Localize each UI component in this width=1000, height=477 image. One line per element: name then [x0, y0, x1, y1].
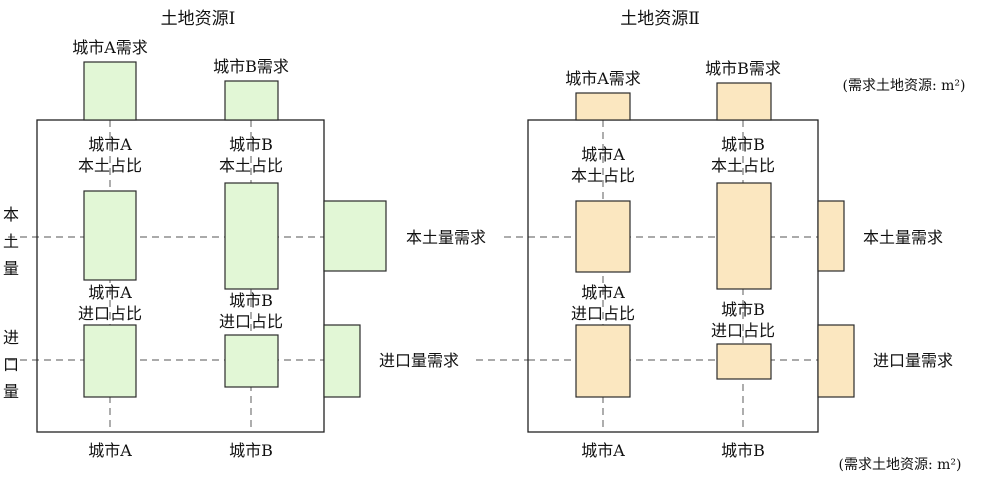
- panel2-b-local-label-2: 本土占比: [711, 156, 775, 175]
- panel2-local-demand-label: 本土量需求: [863, 228, 943, 247]
- panel1-b-local-bar: [224, 182, 279, 290]
- panel2-col-b-label: 城市B: [721, 441, 765, 460]
- panel2-b-import-label-1: 城市B: [721, 300, 765, 319]
- unit-note-top: (需求土地资源: m²): [843, 78, 966, 94]
- panel1-a-local-bar: [83, 190, 137, 281]
- panel1-col-a-label: 城市A: [88, 441, 132, 460]
- panel1-demand-a-bar: [83, 61, 137, 121]
- panel1-a-import-label-1: 城市A: [88, 283, 132, 302]
- panel1-local-demand-bar: [323, 200, 387, 272]
- panel1-demand-b-bar: [224, 80, 279, 121]
- panel2-title: 土地资源Ⅱ: [620, 9, 700, 29]
- panel1-b-import-bar: [224, 334, 279, 388]
- panel1-col-b-label: 城市B: [229, 441, 273, 460]
- panel1-frame: [36, 119, 325, 433]
- panel2-col-a-label: 城市A: [581, 441, 625, 460]
- panel2-a-import-label-1: 城市A: [581, 283, 625, 302]
- panel2-a-local-label-2: 本土占比: [571, 166, 635, 185]
- panel2-a-local-label-1: 城市A: [581, 145, 625, 164]
- row-label-local-3: 量: [3, 259, 19, 278]
- panel1-a-import-label-2: 进口占比: [78, 304, 142, 323]
- row-label-import-1: 进: [3, 328, 19, 347]
- panel2-b-import-bar: [716, 343, 772, 380]
- panel2-b-local-label-1: 城市B: [721, 135, 765, 154]
- panel1-b-import-label-2: 进口占比: [219, 312, 283, 331]
- panel1-import-demand-bar: [323, 324, 361, 398]
- panel2-demand-b-label: 城市B需求: [705, 59, 781, 78]
- panel1-demand-a-label: 城市A需求: [72, 38, 148, 57]
- panel1-local-demand-label: 本土量需求: [406, 228, 486, 247]
- panel1-b-import-label-1: 城市B: [229, 291, 273, 310]
- row-label-import-3: 量: [3, 382, 19, 401]
- panel2-frame: [527, 119, 819, 433]
- row-label-import-2: 口: [3, 355, 19, 374]
- panel1-b-local-label-1: 城市B: [229, 135, 273, 154]
- panel2-demand-a-label: 城市A需求: [565, 69, 641, 88]
- panel1-a-local-label-2: 本土占比: [78, 156, 142, 175]
- panel1-title: 土地资源Ⅰ: [161, 9, 236, 29]
- panel2-import-demand-label: 进口量需求: [873, 351, 953, 370]
- panel2-local-demand-bar: [817, 200, 845, 272]
- panel2-demand-b-bar: [716, 82, 772, 121]
- panel1-b-local-label-2: 本土占比: [219, 156, 283, 175]
- panel2-a-import-label-2: 进口占比: [571, 304, 635, 323]
- panel1-demand-b-label: 城市B需求: [213, 57, 289, 76]
- panel1-a-local-label-1: 城市A: [88, 135, 132, 154]
- panel2-import-demand-bar: [817, 324, 855, 398]
- unit-note-bottom: (需求土地资源: m²): [839, 457, 962, 473]
- panel2-a-import-bar: [575, 324, 631, 398]
- panel2-a-local-bar: [575, 200, 631, 273]
- panel1-a-import-bar: [83, 324, 137, 398]
- panel2-demand-a-bar: [575, 92, 631, 121]
- row-label-local-1: 本: [3, 205, 19, 224]
- panel2-b-import-label-2: 进口占比: [711, 321, 775, 340]
- panel2-b-local-bar: [716, 182, 772, 290]
- row-label-local-2: 土: [3, 232, 19, 251]
- panel1-import-demand-label: 进口量需求: [379, 351, 459, 370]
